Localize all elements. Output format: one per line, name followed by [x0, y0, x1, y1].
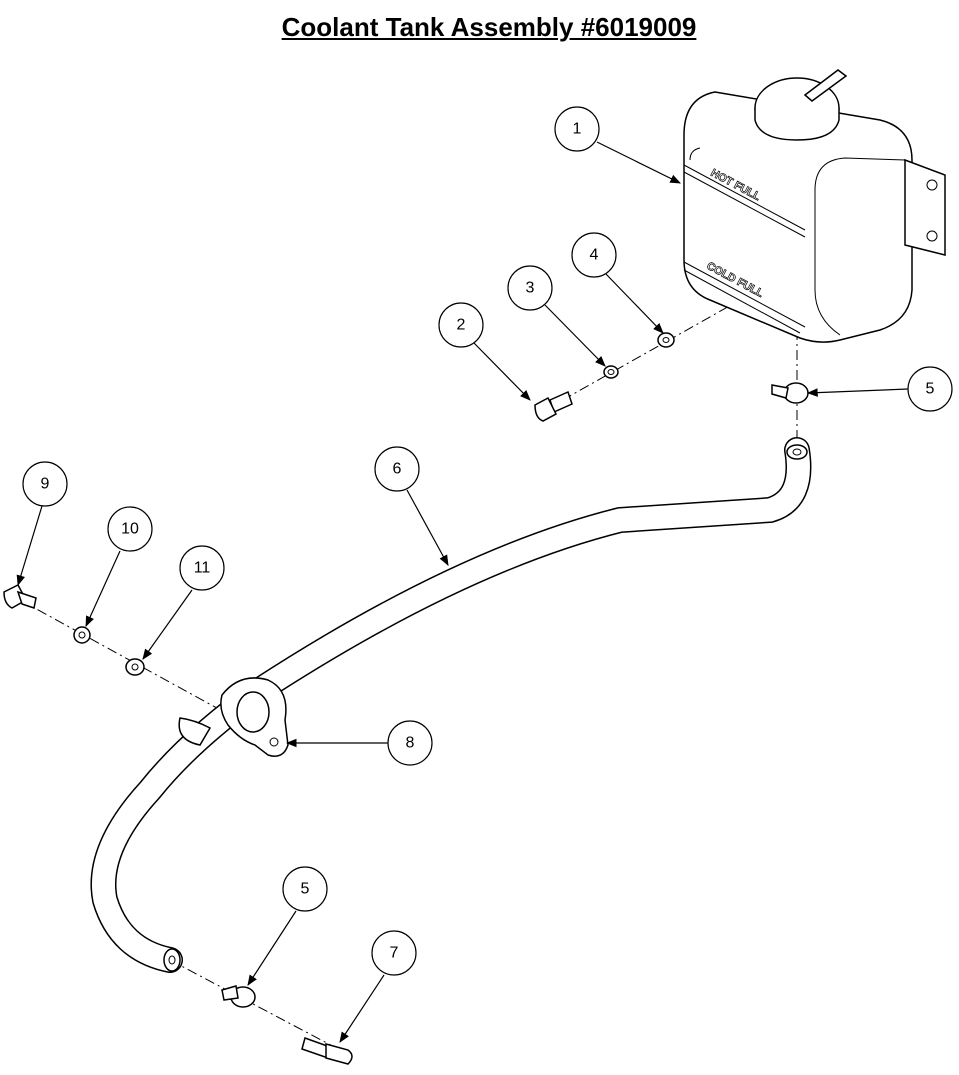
- clamp-bolt-part: [3, 584, 37, 609]
- callout-2: 2: [438, 302, 531, 401]
- p-clamp-part: [220, 677, 289, 757]
- clamp-lock-washer-part: [73, 626, 91, 644]
- hose-clamp-bottom-part: [221, 985, 256, 1008]
- diagram-title: Coolant Tank Assembly #6019009: [281, 12, 697, 42]
- clamp-bolt-centerline: [19, 599, 236, 719]
- coolant-tank: HOT FULL COLD FULL: [683, 69, 946, 343]
- callout-9: 9: [16, 461, 68, 587]
- svg-text:5: 5: [301, 881, 310, 898]
- callout-8: 8: [285, 720, 433, 766]
- clamp-flat-washer-part: [125, 658, 145, 676]
- callout-7: 7: [339, 930, 417, 1043]
- svg-text:1: 1: [573, 121, 582, 138]
- svg-text:10: 10: [121, 521, 139, 538]
- coolant-hose-part: [90, 437, 812, 973]
- hose-clamp-top-part: [771, 382, 809, 404]
- callout-1: 1: [554, 106, 681, 184]
- barbed-fitting-part: [301, 1037, 353, 1065]
- callout-11: 11: [142, 545, 225, 660]
- svg-text:5: 5: [926, 381, 935, 398]
- svg-text:9: 9: [41, 476, 50, 493]
- hose-bottom-centerline: [169, 959, 341, 1051]
- callout-3: 3: [507, 265, 606, 367]
- svg-text:11: 11: [194, 560, 211, 577]
- flat-washer-part: [657, 332, 675, 348]
- callout-6: 6: [374, 446, 449, 566]
- svg-text:7: 7: [390, 945, 399, 962]
- bolt-part: [534, 390, 573, 422]
- callout-10: 10: [85, 506, 153, 627]
- callout-5-top: 5: [806, 366, 953, 412]
- svg-text:2: 2: [457, 317, 466, 334]
- svg-text:4: 4: [590, 247, 599, 264]
- callout-4: 4: [571, 232, 664, 334]
- svg-text:3: 3: [526, 280, 535, 297]
- lock-washer-part: [603, 365, 619, 379]
- svg-text:6: 6: [393, 461, 402, 478]
- svg-text:8: 8: [406, 735, 415, 752]
- callout-5-bottom: 5: [247, 866, 328, 986]
